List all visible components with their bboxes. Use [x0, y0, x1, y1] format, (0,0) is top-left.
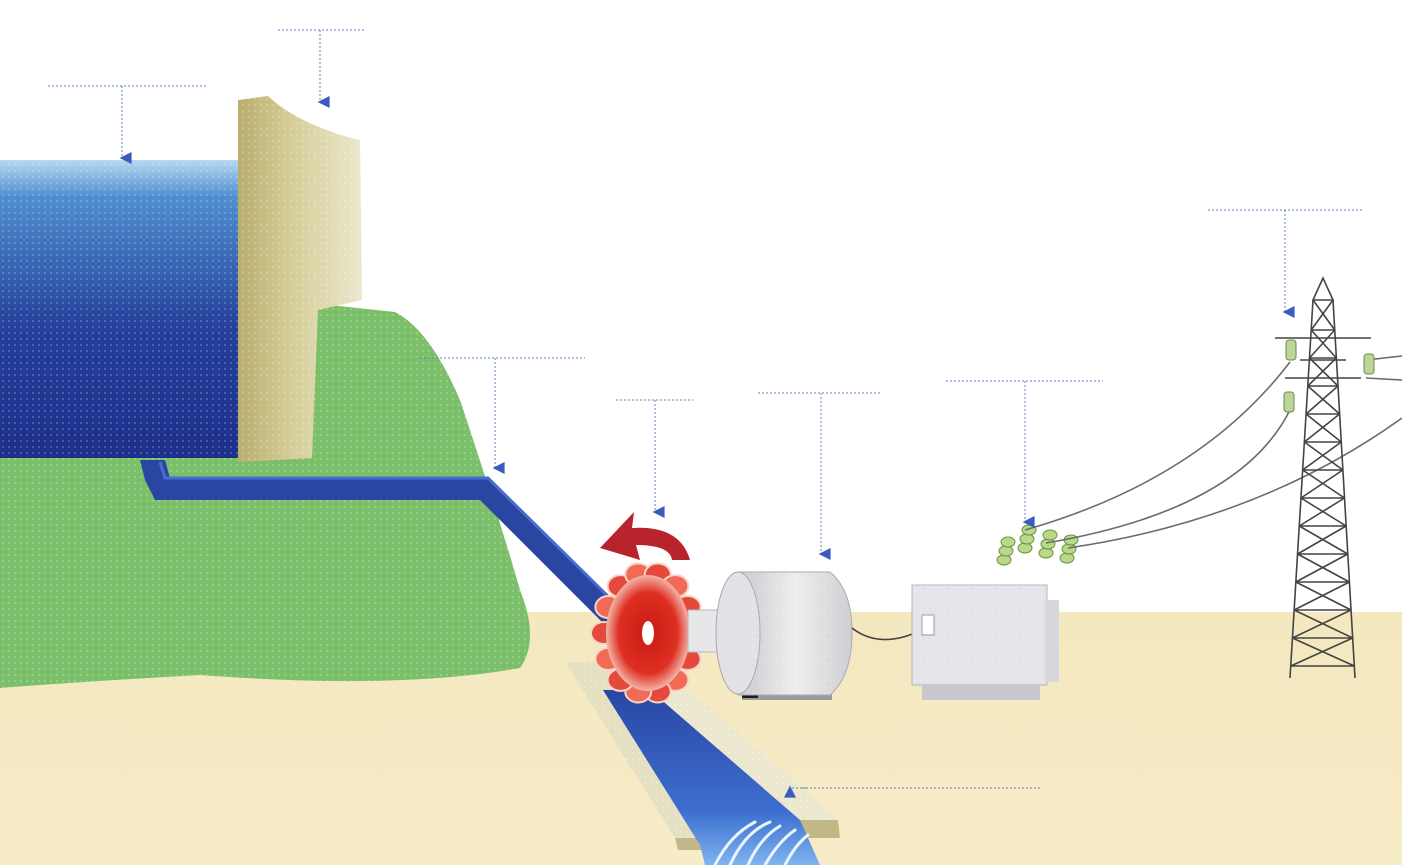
tower-brace: [1295, 553, 1350, 583]
transformer-insulator: [998, 545, 1014, 557]
tower-brace: [1310, 299, 1336, 331]
tower-brace: [1307, 357, 1339, 387]
transformer-insulator: [1021, 524, 1037, 536]
tailrace: [603, 690, 820, 865]
tower-brace: [1292, 609, 1354, 639]
tower-insulators: [1283, 339, 1375, 413]
transmission-tower: [1275, 276, 1371, 679]
tower-brace: [1297, 525, 1349, 555]
tower-brace: [1308, 329, 1337, 359]
callout-dam: [278, 29, 365, 108]
transformer-insulator: [1000, 536, 1016, 548]
tower-brace: [1293, 581, 1352, 611]
tower-brace: [1298, 497, 1347, 527]
callout-transmission-tower: [1208, 209, 1363, 318]
transformer-insulator: [1017, 542, 1033, 554]
callout-turbine: [616, 399, 693, 518]
transformer: [911, 524, 1079, 700]
transformer-insulator: [1038, 547, 1054, 559]
reservoir: [0, 160, 245, 465]
tower-brace: [1302, 441, 1344, 471]
tower-brace: [1290, 637, 1355, 667]
transformer-insulator: [1019, 533, 1035, 545]
transformer-insulator: [1061, 543, 1077, 555]
dam: [238, 96, 362, 462]
tower-brace: [1303, 413, 1342, 443]
callout-transformer: [946, 380, 1103, 528]
penstock: [140, 460, 632, 632]
callout-generator: [758, 392, 882, 560]
callout-reservoir: [48, 85, 206, 164]
callouts: [48, 29, 1363, 798]
transformer-insulator: [1059, 552, 1075, 564]
transformer-insulator: [1042, 529, 1058, 541]
rotation-arrow: [600, 512, 690, 560]
callout-penstock: [420, 357, 585, 474]
transformer-insulator: [1040, 538, 1056, 550]
tower-brace: [1305, 385, 1341, 415]
generator: [715, 571, 853, 700]
transformer-insulator: [996, 554, 1012, 566]
tower-brace: [1300, 469, 1345, 499]
